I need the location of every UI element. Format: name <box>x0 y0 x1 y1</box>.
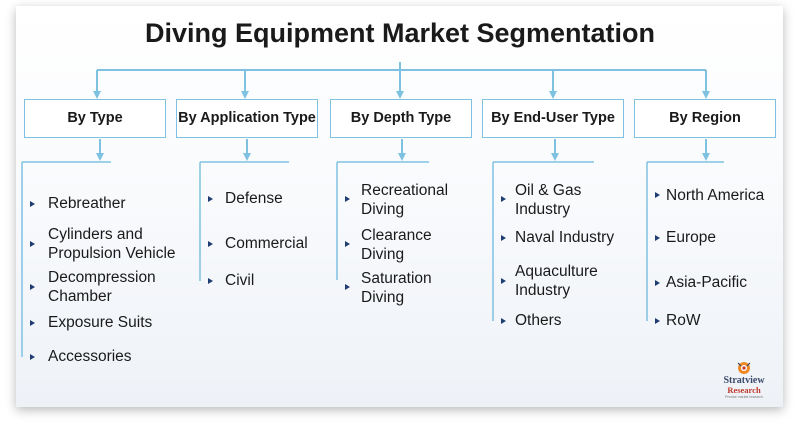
bullet-arrow-icon-3-1 <box>501 235 506 241</box>
bullet-arrow-icon-2-1 <box>345 241 350 247</box>
list-item-row: RoW <box>666 312 701 329</box>
list-item-north-america: North America <box>666 187 765 204</box>
list-item-recreational-diving: Recreational Diving <box>361 182 449 218</box>
list-item-clearance-diving: Clearance Diving <box>361 227 432 263</box>
bullet-arrow-icon-3-3 <box>501 318 506 324</box>
list-item-decompression-chamber: Decompression Chamber <box>48 269 156 305</box>
list-item-asia-pacific: Asia-Pacific <box>666 274 747 291</box>
list-item-civil: Civil <box>225 272 255 289</box>
list-item-cylinders-and-propulsion-vehicle: Cylinders and Propulsion Vehicle <box>48 226 176 262</box>
bullet-arrow-icon-2-2 <box>345 284 350 290</box>
bullet-arrow-icon-4-2 <box>655 280 660 286</box>
list-item-defense: Defense <box>225 190 283 207</box>
list-item-accessories: Accessories <box>48 348 132 365</box>
segment-box-by-type: By Type <box>24 99 166 138</box>
segment-box-by-end-user-type: By End-User Type <box>482 99 624 138</box>
segment-box-by-region: By Region <box>634 99 776 138</box>
stratview-logo: Stratview Research Precise market resear… <box>714 360 774 408</box>
segment-box-by-application-type: By Application Type <box>176 99 318 138</box>
list-item-commercial: Commercial <box>225 235 308 252</box>
bullet-arrow-icon-0-3 <box>30 320 35 326</box>
list-item-aquaculture-industry: Aquaculture Industry <box>515 263 598 299</box>
list-item-rebreather: Rebreather <box>48 195 126 212</box>
segment-box-by-depth-type: By Depth Type <box>330 99 472 138</box>
bullet-arrow-icon-4-0 <box>655 192 660 198</box>
bullet-arrow-icon-0-4 <box>30 354 35 360</box>
bullet-arrow-icon-1-2 <box>208 278 213 284</box>
bullet-arrow-icon-1-0 <box>208 196 213 202</box>
list-item-saturation-diving: Saturation Diving <box>361 270 432 306</box>
bullet-arrow-icon-1-1 <box>208 241 213 247</box>
bullet-arrow-icon-0-2 <box>30 284 35 290</box>
list-item-others: Others <box>515 312 562 329</box>
bullet-arrow-icon-0-0 <box>30 201 35 207</box>
bullet-arrow-icon-3-0 <box>501 196 506 202</box>
bullet-arrow-icon-2-0 <box>345 196 350 202</box>
logo-tagline: Precise market research <box>725 395 763 399</box>
logo-brand-line2: Research <box>727 385 761 395</box>
bullet-arrow-icon-3-2 <box>501 278 506 284</box>
diagram-title: Diving Equipment Market Segmentation <box>144 18 656 48</box>
list-item-oil-and-gas-industry: Oil & Gas Industry <box>515 182 582 218</box>
list-item-exposure-suits: Exposure Suits <box>48 314 153 331</box>
logo-brand-line1: Stratview <box>723 375 765 386</box>
list-item-europe: Europe <box>666 229 716 246</box>
bullet-arrow-icon-4-1 <box>655 235 660 241</box>
list-item-naval-industry: Naval Industry <box>515 229 615 246</box>
stratview-logo-icon <box>737 362 751 374</box>
bullet-arrow-icon-4-3 <box>655 318 660 324</box>
bullet-arrow-icon-0-1 <box>30 241 35 247</box>
